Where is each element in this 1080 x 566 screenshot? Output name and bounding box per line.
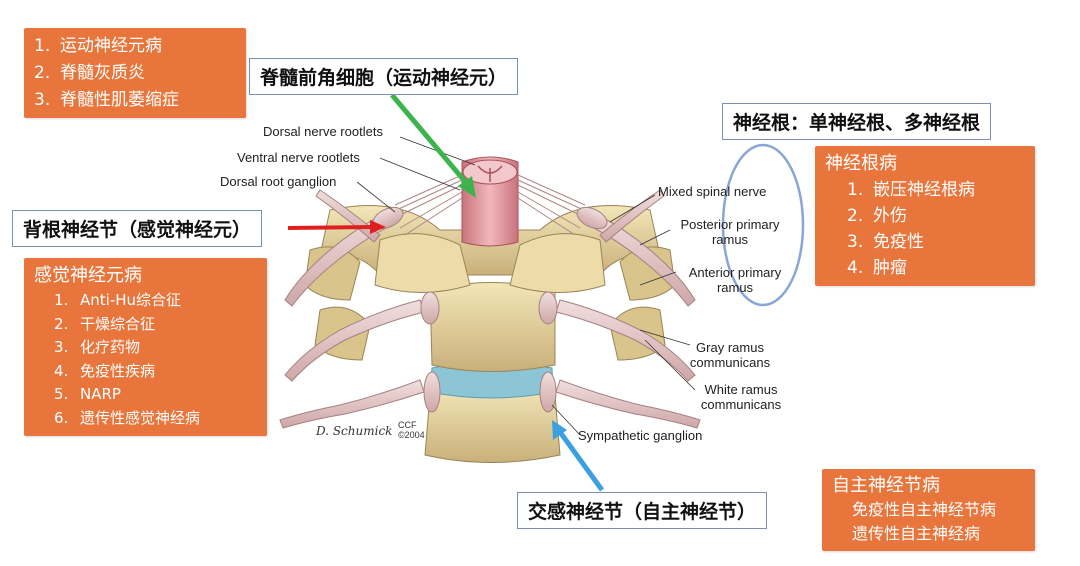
illustrator-signature: D. Schumick bbox=[316, 424, 392, 438]
item-number: 1. bbox=[54, 289, 80, 313]
item-number: 2. bbox=[847, 203, 873, 229]
sensory-neuron-disease-title: 感觉神经元病 bbox=[34, 263, 267, 289]
label-white-ramus-communicans: White ramus communicans bbox=[686, 382, 796, 412]
credit-year: ©2004 bbox=[398, 430, 425, 440]
list-item: 5.NARP bbox=[54, 383, 267, 407]
item-text: 脊髓性肌萎缩症 bbox=[60, 90, 179, 110]
sympathetic-ganglion-label: 交感神经节（自主神经节） bbox=[517, 492, 767, 529]
label-anterior-primary-ramus-line2: ramus bbox=[675, 280, 795, 295]
list-item: 4.肿瘤 bbox=[847, 255, 1035, 281]
item-number: 4. bbox=[847, 255, 873, 281]
label-dorsal-nerve-rootlets: Dorsal nerve rootlets bbox=[263, 124, 383, 139]
autonomic-ganglion-disease-title: 自主神经节病 bbox=[832, 473, 1035, 498]
item-number: 3. bbox=[34, 87, 60, 114]
green-arrow-anterior-horn bbox=[392, 95, 476, 198]
list-item: 2.干燥综合征 bbox=[54, 313, 267, 337]
item-text: 外伤 bbox=[873, 206, 907, 226]
spinal-cord bbox=[462, 157, 518, 246]
list-item: 2.脊髓灰质炎 bbox=[34, 60, 246, 87]
label-white-ramus-line2: communicans bbox=[686, 397, 796, 412]
item-number: 6. bbox=[54, 407, 80, 431]
item-number: 1. bbox=[847, 177, 873, 203]
list-item: 遗传性自主神经病 bbox=[852, 522, 1035, 546]
label-dorsal-root-ganglion: Dorsal root ganglion bbox=[220, 174, 336, 189]
list-item: 3.脊髓性肌萎缩症 bbox=[34, 87, 246, 114]
item-text: 干燥综合征 bbox=[80, 315, 155, 333]
item-number: 3. bbox=[847, 229, 873, 255]
list-item: 3.化疗药物 bbox=[54, 336, 267, 360]
item-text: Anti-Hu综合征 bbox=[80, 291, 181, 309]
item-number: 4. bbox=[54, 360, 80, 384]
credit-ccf: CCF bbox=[398, 420, 425, 430]
label-posterior-primary-ramus-line1: Posterior primary bbox=[670, 217, 790, 232]
nerve-root-label: 神经根：单神经根、多神经根 bbox=[722, 103, 991, 140]
item-number: 5. bbox=[54, 383, 80, 407]
anterior-horn-cell-label: 脊髓前角细胞（运动神经元） bbox=[249, 58, 518, 95]
item-text: 脊髓灰质炎 bbox=[60, 63, 145, 83]
item-number: 3. bbox=[54, 336, 80, 360]
item-number: 2. bbox=[54, 313, 80, 337]
label-sympathetic-ganglion: Sympathetic ganglion bbox=[578, 428, 702, 443]
nerve-root-disease-title: 神经根病 bbox=[825, 151, 1035, 177]
item-text: 嵌压神经根病 bbox=[873, 180, 975, 200]
label-posterior-primary-ramus: Posterior primary ramus bbox=[670, 217, 790, 247]
label-mixed-spinal-nerve: Mixed spinal nerve bbox=[658, 184, 766, 199]
label-anterior-primary-ramus-line1: Anterior primary bbox=[675, 265, 795, 280]
item-text: 免疫性疾病 bbox=[80, 362, 155, 380]
list-item: 3.免疫性 bbox=[847, 229, 1035, 255]
label-anterior-primary-ramus: Anterior primary ramus bbox=[675, 265, 795, 295]
item-text: NARP bbox=[80, 385, 121, 403]
list-item: 6.遗传性感觉神经病 bbox=[54, 407, 267, 431]
motor-neuron-disease-box: 1.运动神经元病 2.脊髓灰质炎 3.脊髓性肌萎缩症 bbox=[24, 28, 246, 118]
item-number: 2. bbox=[34, 60, 60, 87]
list-item: 1.Anti-Hu综合征 bbox=[54, 289, 267, 313]
list-item: 1.运动神经元病 bbox=[34, 33, 246, 60]
autonomic-ganglion-disease-box: 自主神经节病 免疫性自主神经节病 遗传性自主神经病 bbox=[822, 469, 1035, 551]
label-gray-ramus-line1: Gray ramus bbox=[680, 340, 780, 355]
label-gray-ramus-line2: communicans bbox=[680, 355, 780, 370]
label-gray-ramus-communicans: Gray ramus communicans bbox=[680, 340, 780, 370]
label-ventral-nerve-rootlets: Ventral nerve rootlets bbox=[237, 150, 360, 165]
lower-vertebra bbox=[425, 388, 560, 463]
item-text: 运动神经元病 bbox=[60, 36, 162, 56]
upper-vertebra bbox=[430, 283, 555, 372]
item-number: 1. bbox=[34, 33, 60, 60]
label-white-ramus-line1: White ramus bbox=[686, 382, 796, 397]
item-text: 免疫性 bbox=[873, 232, 924, 252]
label-posterior-primary-ramus-line2: ramus bbox=[670, 232, 790, 247]
list-item: 2.外伤 bbox=[847, 203, 1035, 229]
sensory-neuron-disease-box: 感觉神经元病 1.Anti-Hu综合征 2.干燥综合征 3.化疗药物 4.免疫性… bbox=[24, 258, 267, 436]
item-text: 肿瘤 bbox=[873, 258, 907, 278]
nerve-root-disease-box: 神经根病 1.嵌压神经根病 2.外伤 3.免疫性 4.肿瘤 bbox=[815, 146, 1035, 286]
item-text: 遗传性感觉神经病 bbox=[80, 409, 200, 427]
dorsal-root-ganglion-label: 背根神经节（感觉神经元） bbox=[12, 210, 262, 247]
list-item: 4.免疫性疾病 bbox=[54, 360, 267, 384]
item-text: 化疗药物 bbox=[80, 338, 140, 356]
illustration-credit: CCF ©2004 bbox=[398, 420, 425, 440]
list-item: 1.嵌压神经根病 bbox=[847, 177, 1035, 203]
list-item: 免疫性自主神经节病 bbox=[852, 498, 1035, 522]
